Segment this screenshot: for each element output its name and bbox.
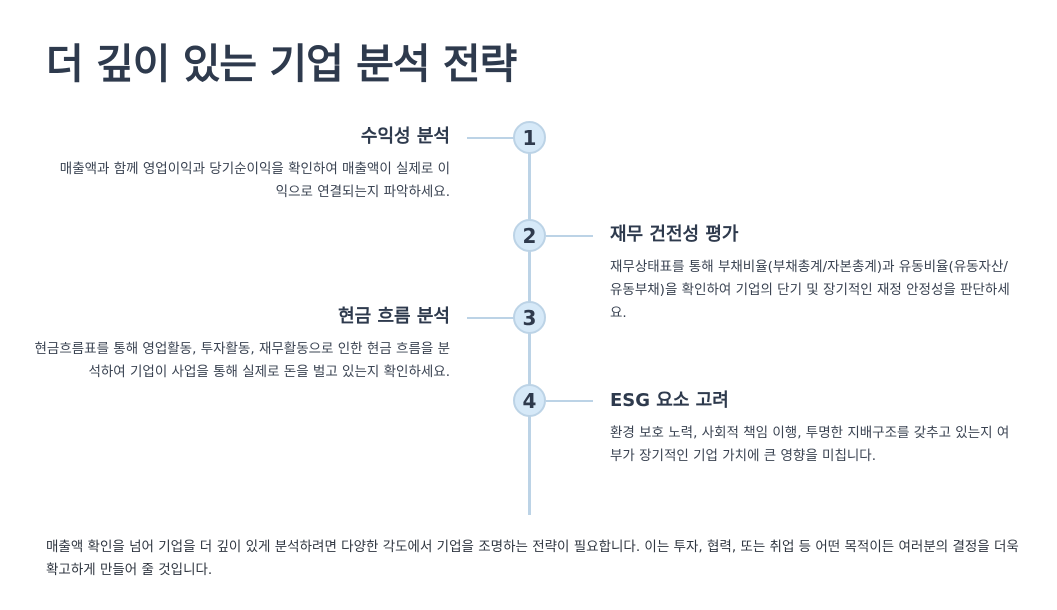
step-number-badge-1: 1 bbox=[513, 121, 546, 154]
step-heading: ESG 요소 고려 bbox=[610, 390, 729, 411]
page-title: 더 깊이 있는 기업 분석 전략 bbox=[46, 40, 517, 88]
timeline-step-1: 수익성 분석 매출액과 함께 영업이익과 당기순이익을 확인하여 매출액이 실제… bbox=[30, 124, 450, 204]
step-number-badge-3: 3 bbox=[513, 301, 546, 334]
step-description: 매출액과 함께 영업이익과 당기순이익을 확인하여 매출액이 실제로 이익으로 … bbox=[59, 161, 450, 200]
connector-line-4 bbox=[546, 400, 593, 402]
step-number-badge-4: 4 bbox=[513, 384, 546, 417]
summary-paragraph: 매출액 확인을 넘어 기업을 더 깊이 있게 분석하려면 다양한 각도에서 기업… bbox=[46, 539, 1019, 578]
timeline-step-4: ESG 요소 고려 환경 보호 노력, 사회적 책임 이행, 투명한 지배구조를… bbox=[610, 388, 1020, 468]
step-heading: 재무 건전성 평가 bbox=[610, 224, 739, 245]
connector-line-1 bbox=[467, 137, 514, 139]
timeline-step-2: 재무 건전성 평가 재무상태표를 통해 부채비율(부채총계/자본총계)과 유동비… bbox=[610, 222, 1020, 325]
timeline-step-3: 현금 흐름 분석 현금흐름표를 통해 영업활동, 투자활동, 재무활동으로 인한… bbox=[30, 304, 450, 384]
step-heading: 현금 흐름 분석 bbox=[338, 306, 450, 327]
connector-line-3 bbox=[467, 317, 514, 319]
step-description: 재무상태표를 통해 부채비율(부채총계/자본총계)과 유동비율(유동자산/유동부… bbox=[610, 259, 1010, 321]
connector-line-2 bbox=[546, 235, 593, 237]
step-description: 환경 보호 노력, 사회적 책임 이행, 투명한 지배구조를 갖추고 있는지 여… bbox=[610, 425, 1010, 464]
step-heading: 수익성 분석 bbox=[360, 126, 450, 147]
step-description: 현금흐름표를 통해 영업활동, 투자활동, 재무활동으로 인한 현금 흐름을 분… bbox=[34, 341, 450, 380]
step-number-badge-2: 2 bbox=[513, 219, 546, 252]
